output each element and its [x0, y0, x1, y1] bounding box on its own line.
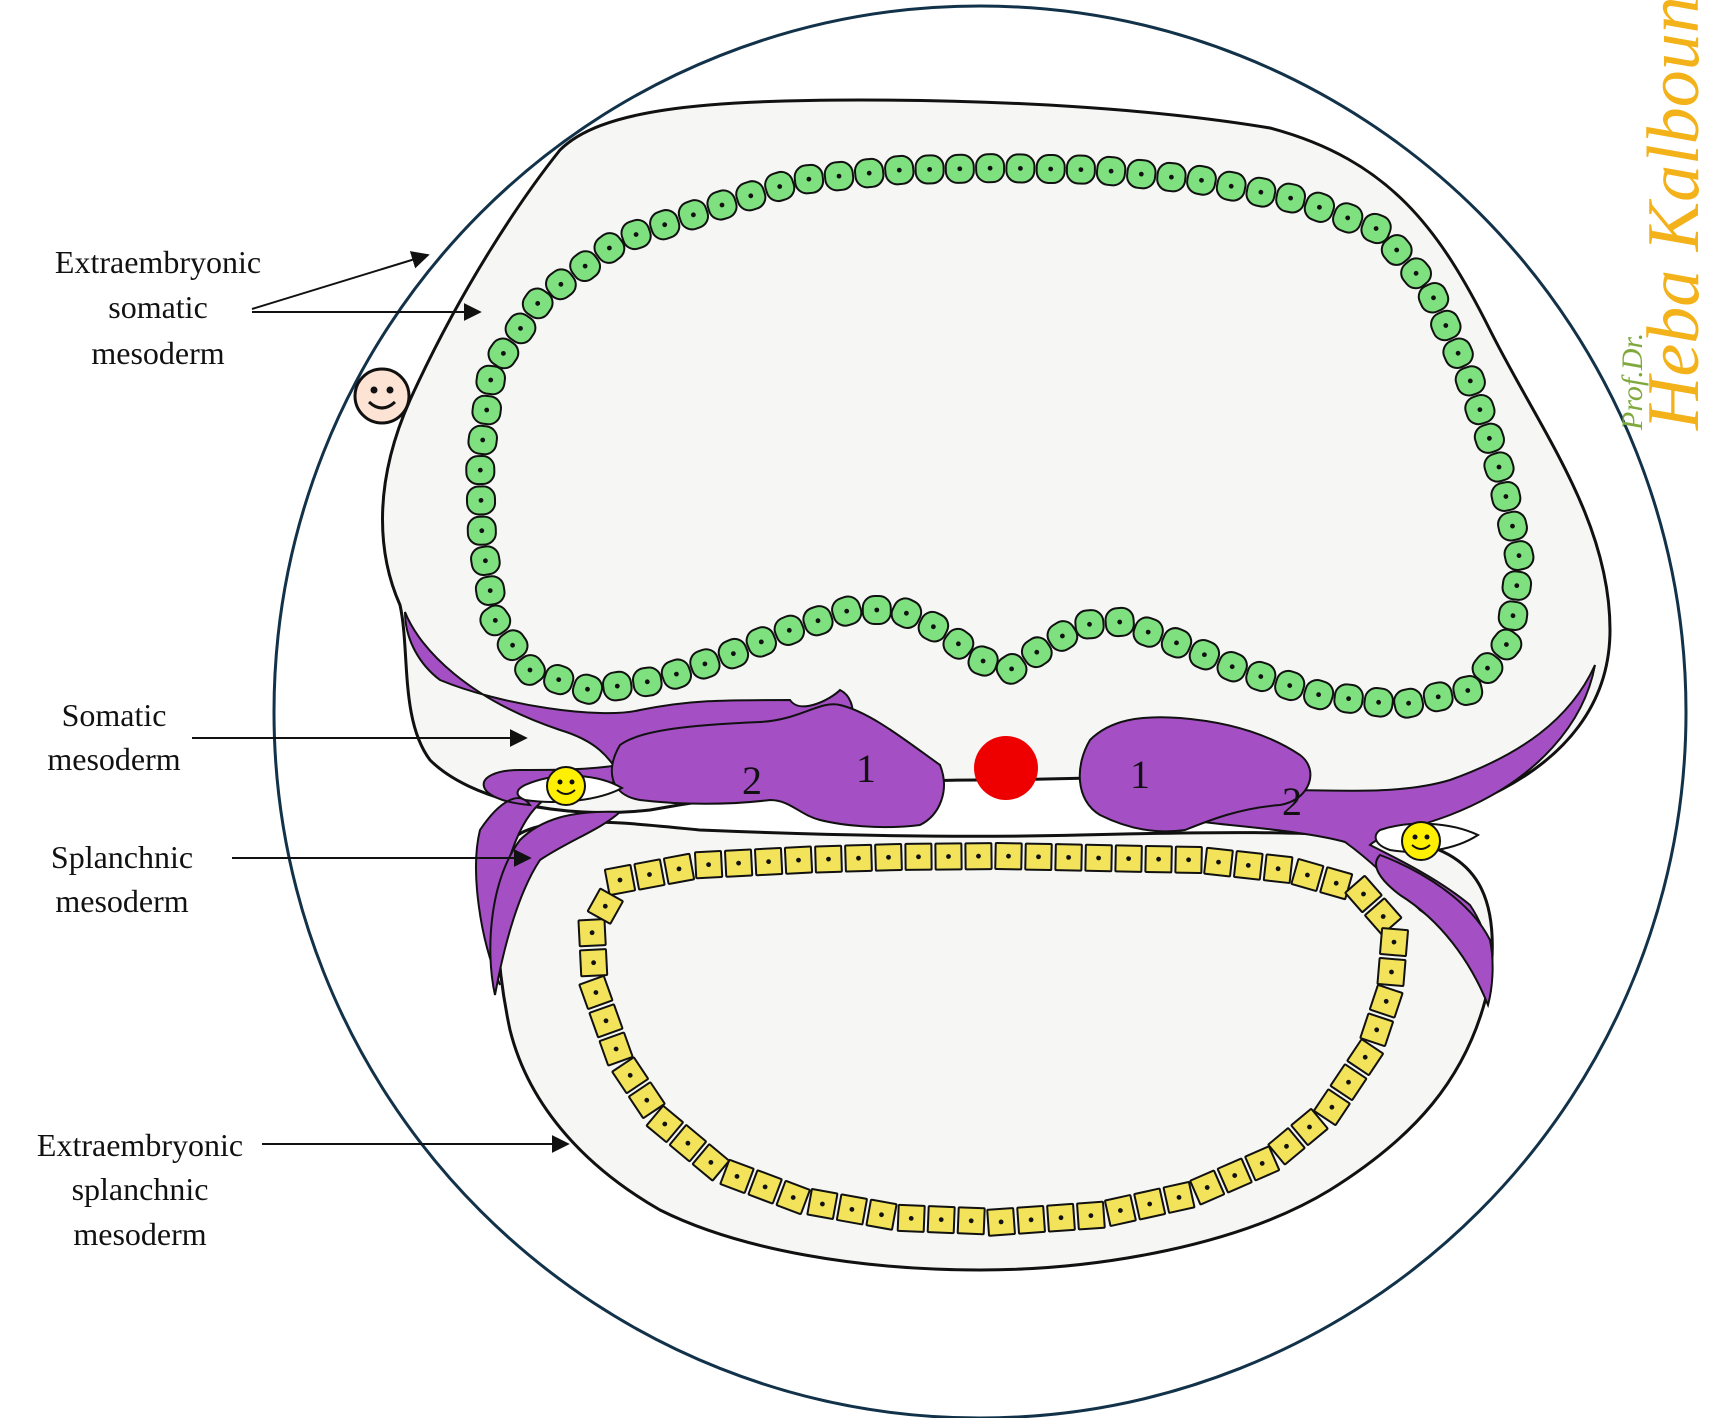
label-extraembryonic-splanchnic-mesoderm: Extraembryonic splanchnic mesoderm	[37, 1127, 243, 1252]
cell	[1085, 845, 1111, 871]
label-somatic-mesoderm: Somatic mesoderm	[47, 697, 180, 777]
cell	[958, 1207, 985, 1234]
cell	[1115, 845, 1141, 871]
number-right-medial: 1	[1130, 752, 1150, 797]
cell	[467, 486, 496, 515]
cell	[755, 848, 782, 875]
cell	[995, 843, 1021, 869]
cell	[1501, 570, 1532, 601]
cell	[898, 1205, 925, 1232]
cell	[1036, 155, 1065, 184]
cell	[1006, 154, 1035, 183]
number-right-lateral: 2	[1282, 779, 1302, 824]
cell	[1105, 607, 1135, 637]
arrow-extraembryonic-somatic-outer	[252, 255, 428, 309]
notochord-dot	[974, 736, 1038, 800]
cell	[965, 843, 991, 869]
cell	[1291, 859, 1323, 891]
watermark-name: Heba Kalbouneh	[1633, 0, 1709, 431]
cell	[601, 670, 633, 702]
cell	[935, 843, 961, 869]
cell	[467, 424, 498, 455]
cell	[785, 846, 812, 873]
cell	[837, 1194, 867, 1224]
svg-text:Extraembryonic: Extraembryonic	[37, 1127, 243, 1163]
cell	[875, 844, 902, 871]
number-left-lateral: 2	[742, 758, 762, 803]
cell	[863, 596, 891, 624]
cell	[905, 844, 931, 870]
smiley-face-icon	[355, 369, 409, 423]
svg-text:splanchnic: splanchnic	[72, 1171, 209, 1207]
smiley-face-icon	[1402, 822, 1440, 860]
cell	[884, 155, 915, 186]
cell	[1145, 846, 1171, 872]
cell	[946, 155, 975, 184]
cell	[987, 1208, 1015, 1236]
cell	[605, 865, 635, 895]
cell	[695, 851, 722, 878]
cell	[928, 1206, 955, 1233]
cell	[725, 849, 752, 876]
cell	[824, 161, 855, 192]
cell	[1017, 1206, 1045, 1234]
cell	[1126, 159, 1157, 190]
cell	[1380, 928, 1408, 956]
cell	[634, 859, 664, 889]
cell	[1077, 1202, 1105, 1230]
cell	[1163, 1182, 1194, 1213]
label-extraembryonic-somatic-mesoderm: Extraembryonic somatic mesoderm	[55, 244, 261, 371]
cell	[845, 845, 872, 872]
watermark: Prof.Dr. Heba Kalbouneh	[1616, 0, 1709, 431]
cell	[854, 158, 885, 189]
cell	[631, 666, 663, 698]
cell	[471, 394, 502, 425]
cell	[1234, 851, 1263, 880]
cell	[466, 456, 495, 485]
svg-text:Splanchnic: Splanchnic	[51, 839, 193, 875]
cell	[976, 154, 1005, 183]
svg-text:somatic: somatic	[108, 289, 208, 325]
svg-text:Somatic: Somatic	[62, 697, 167, 733]
cell	[1105, 1195, 1136, 1226]
cell	[664, 854, 694, 884]
svg-text:Extraembryonic: Extraembryonic	[55, 244, 261, 280]
cell	[1156, 162, 1187, 193]
cell	[1055, 844, 1081, 870]
svg-text:mesoderm: mesoderm	[47, 741, 180, 777]
svg-text:mesoderm: mesoderm	[73, 1216, 206, 1252]
cell	[1074, 609, 1104, 639]
cell	[474, 575, 506, 607]
cell	[1175, 847, 1201, 873]
cell	[469, 545, 501, 577]
cell	[866, 1200, 896, 1230]
cell	[815, 846, 842, 873]
number-left-medial: 1	[856, 746, 876, 791]
smiley-face-icon	[547, 767, 585, 805]
cell	[1134, 1188, 1165, 1219]
label-splanchnic-mesoderm: Splanchnic mesoderm	[51, 839, 193, 919]
cell	[580, 949, 607, 976]
svg-text:mesoderm: mesoderm	[55, 883, 188, 919]
cell	[1067, 155, 1096, 184]
cell	[794, 164, 825, 195]
cell	[1264, 854, 1293, 883]
cell	[1025, 844, 1051, 870]
cell	[1333, 683, 1364, 714]
cell	[1096, 156, 1127, 187]
svg-text:mesoderm: mesoderm	[91, 335, 224, 371]
cell	[807, 1189, 837, 1219]
cell	[1497, 600, 1528, 631]
cell	[1204, 848, 1233, 877]
cell	[1363, 687, 1394, 718]
cell	[1377, 958, 1405, 986]
cell	[1047, 1204, 1075, 1232]
cell	[578, 919, 605, 946]
cell	[467, 516, 496, 545]
cell	[915, 155, 944, 184]
